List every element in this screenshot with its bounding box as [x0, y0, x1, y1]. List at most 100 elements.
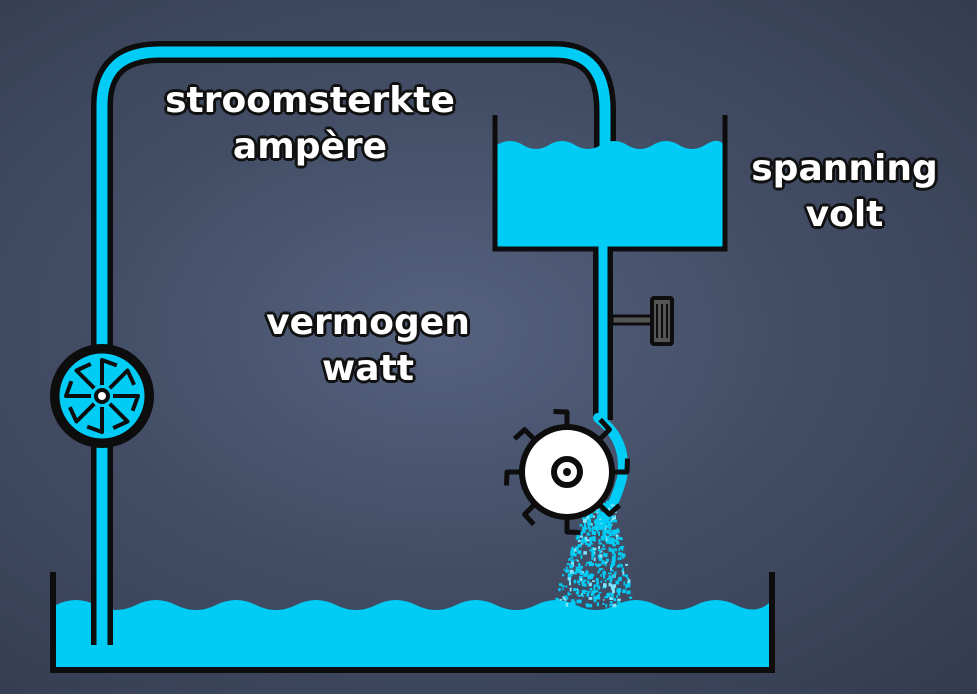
spray-droplet: [606, 521, 609, 524]
spray-droplet: [622, 556, 624, 559]
spray-droplet: [589, 513, 593, 518]
spray-droplet: [570, 552, 574, 556]
spray-droplet: [588, 562, 593, 567]
spray-droplet: [598, 568, 601, 572]
spray-droplet: [608, 520, 611, 525]
spray-droplet: [593, 551, 596, 555]
spray-droplet: [614, 571, 617, 575]
spray-droplet: [613, 598, 617, 602]
spray-droplet: [626, 590, 629, 595]
spray-droplet: [601, 547, 606, 550]
spray-droplet: [577, 559, 579, 562]
spray-droplet: [605, 604, 608, 608]
spray-droplet: [606, 535, 610, 539]
wheel-paddle: [613, 458, 630, 475]
spray-droplet: [596, 514, 600, 519]
spray-droplet: [601, 560, 606, 565]
spray-droplet: [603, 570, 606, 574]
spray-droplet: [567, 569, 570, 573]
spray-droplet: [565, 602, 569, 607]
spray-droplet: [619, 604, 622, 608]
spray-droplet: [623, 581, 626, 586]
spray-droplet: [592, 537, 596, 542]
spray-droplet: [598, 539, 601, 543]
spray-droplet: [590, 592, 593, 597]
spray-droplet: [591, 553, 595, 557]
spray-droplet: [571, 601, 576, 606]
spray-droplet: [585, 571, 589, 575]
spray-droplet: [610, 504, 615, 507]
voltage-label-line1: spanning: [751, 148, 938, 189]
spray-droplet: [610, 537, 615, 542]
spray-droplet: [576, 588, 579, 592]
wheel-paddle: [564, 518, 581, 535]
spray-droplet: [619, 552, 623, 556]
spray-droplet: [591, 555, 594, 560]
spray-droplet: [609, 603, 613, 607]
power-label: vermogen watt: [218, 300, 518, 392]
spray-droplet: [612, 502, 614, 506]
spray-droplet: [607, 523, 611, 529]
spray-droplet: [600, 523, 605, 527]
spray-droplet: [568, 558, 571, 561]
spray-droplet: [590, 536, 595, 541]
spray-droplet: [618, 576, 622, 582]
spray-droplet: [618, 548, 620, 552]
spray-droplet: [568, 604, 571, 608]
voltage-label-line2: volt: [805, 194, 884, 235]
spray-droplet: [598, 531, 600, 536]
spray-droplet: [596, 582, 599, 587]
lower-reservoir-water: [56, 600, 769, 668]
spray-droplet: [616, 588, 620, 593]
spray-droplet: [604, 553, 608, 557]
spray-droplet: [610, 583, 613, 587]
spray-droplet: [582, 519, 587, 522]
spray-droplet: [588, 590, 591, 593]
spray-droplet: [602, 538, 604, 541]
spray-droplet: [603, 574, 606, 579]
spray-droplet: [623, 553, 626, 558]
spray-droplet: [600, 580, 603, 583]
spray-droplet: [582, 584, 585, 587]
spray-droplet: [559, 583, 563, 586]
spray-droplet: [591, 543, 594, 545]
spray-droplet: [589, 577, 594, 579]
spray-droplet: [602, 544, 605, 548]
spray-droplet: [581, 580, 585, 585]
spray-droplet: [593, 584, 597, 588]
spray-droplet: [618, 588, 622, 593]
spray-droplet: [603, 552, 606, 557]
spray-droplet: [607, 501, 611, 505]
spray-droplet: [602, 513, 606, 516]
spray-droplet: [593, 515, 595, 518]
spray-droplet: [579, 535, 583, 538]
spray-droplet: [551, 601, 555, 605]
spray-droplet: [591, 563, 594, 567]
spray-droplet: [575, 536, 580, 540]
spray-droplet: [602, 602, 605, 605]
spray-droplet: [580, 567, 583, 569]
spray-droplet: [570, 559, 575, 562]
spray-droplet: [569, 564, 573, 569]
pump-vane: [74, 362, 96, 390]
spray-droplet: [601, 520, 605, 523]
spray-droplet: [570, 556, 574, 559]
spray-droplet: [626, 584, 631, 588]
spray-droplet: [612, 589, 615, 594]
spray-droplet: [589, 549, 592, 552]
spray-droplet: [587, 580, 590, 584]
spray-droplet: [610, 569, 614, 572]
spray-droplet: [616, 601, 621, 604]
spray-droplet: [612, 530, 616, 534]
spray-droplet: [597, 510, 602, 513]
spray-droplet: [617, 557, 620, 561]
spray-droplet: [581, 538, 586, 542]
spray-droplet: [598, 512, 602, 516]
spray-droplet: [617, 598, 621, 601]
spray-droplet: [581, 529, 586, 533]
spray-droplet: [610, 548, 614, 552]
spray-droplet: [584, 540, 587, 543]
spray-droplet: [569, 569, 574, 574]
water-spray: [551, 413, 633, 608]
lower-reservoir-outline: [50, 572, 775, 673]
